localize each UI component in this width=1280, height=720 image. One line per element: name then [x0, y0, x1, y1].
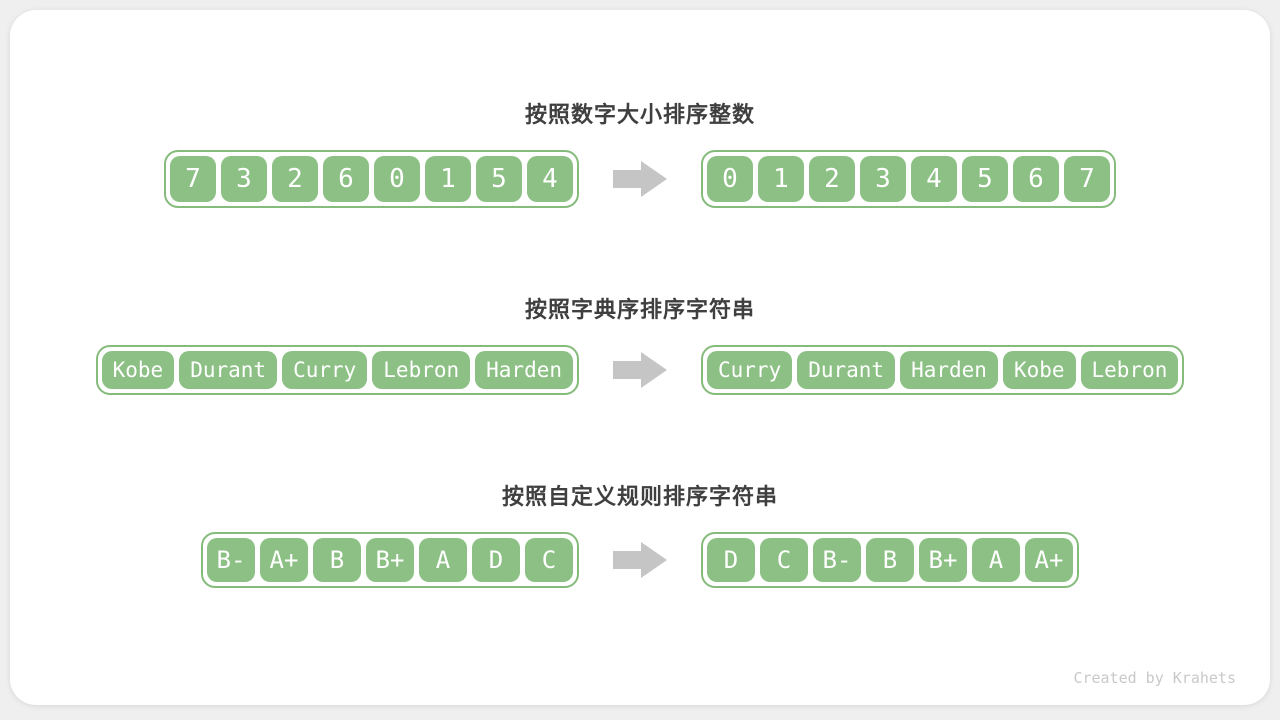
array-cell: D	[707, 538, 755, 582]
array-cell: B+	[366, 538, 414, 582]
array-cell: B	[866, 538, 914, 582]
array-cell: 1	[758, 156, 804, 202]
array-cell: 5	[476, 156, 522, 202]
array-cell: 1	[425, 156, 471, 202]
array-cell: A+	[1025, 538, 1073, 582]
array-cell: Lebron	[372, 351, 471, 389]
array-cell: 6	[323, 156, 369, 202]
array-cell: Durant	[179, 351, 278, 389]
array-cell: 2	[809, 156, 855, 202]
array-cell: 0	[707, 156, 753, 202]
array-cell: 2	[272, 156, 318, 202]
array-cell: C	[525, 538, 573, 582]
section-title: 按照字典序排序字符串	[524, 297, 755, 322]
array-cell: Kobe	[101, 351, 175, 389]
array-cell: Curry	[707, 351, 793, 389]
array-cell: C	[760, 538, 808, 582]
credit-text: Created by Krahets	[1073, 669, 1236, 687]
array-cell: 7	[170, 156, 216, 202]
array-cell: B	[313, 538, 361, 582]
array-cell: Curry	[282, 351, 368, 389]
section-title: 按照数字大小排序整数	[524, 102, 755, 127]
array-cell: Lebron	[1080, 351, 1179, 389]
section-title: 按照自定义规则排序字符串	[501, 484, 778, 509]
right-block-arrow-icon	[613, 161, 667, 197]
right-block-arrow-icon	[613, 542, 667, 578]
array-cell: B-	[207, 538, 255, 582]
array-cell: D	[472, 538, 520, 582]
array-cell: A	[419, 538, 467, 582]
array-cell: 0	[374, 156, 420, 202]
array-cell: 4	[911, 156, 957, 202]
array-cell: 3	[860, 156, 906, 202]
array-cell: A+	[260, 538, 308, 582]
array-cell: 7	[1064, 156, 1110, 202]
array-cell: 4	[527, 156, 573, 202]
array-cell: Durant	[797, 351, 896, 389]
array-cell: B-	[813, 538, 861, 582]
array-cell: 3	[221, 156, 267, 202]
array-cell: A	[972, 538, 1020, 582]
array-cell: 6	[1013, 156, 1059, 202]
array-cell: B+	[919, 538, 967, 582]
array-cell: Harden	[475, 351, 573, 389]
right-block-arrow-icon	[613, 352, 667, 388]
array-cell: Kobe	[1002, 351, 1076, 389]
array-cell: 5	[962, 156, 1008, 202]
array-cell: Harden	[900, 351, 998, 389]
